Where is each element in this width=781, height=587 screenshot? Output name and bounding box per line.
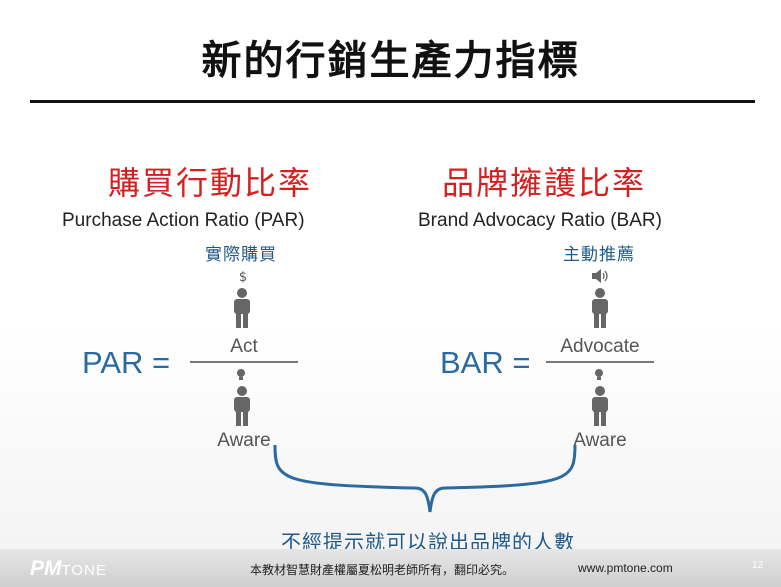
bar-heading: 品牌擁護比率 [442,164,647,202]
bar-note: 主動推薦 [563,245,635,265]
logo-tone: TONE [61,562,107,579]
person-icon [234,386,250,426]
logo-pm: PM [30,557,62,580]
par-fraction-line [190,361,298,363]
slide-title: 新的行銷生產力指標 [201,38,580,84]
person-icon [234,288,250,328]
bar-label: BAR = [440,345,531,380]
par-note: 實際購買 [205,245,277,265]
par-subtitle: Purchase Action Ratio (PAR) [62,210,305,231]
bar-fraction-line [546,361,654,363]
par-label: PAR = [82,345,171,380]
page-number: 12 [752,560,764,571]
par-denominator: Aware [217,430,271,451]
par-numerator: Act [230,336,258,357]
footer-bar: PMTONE 本教材智慧財產權屬夏松明老師所有，翻印必究。 www.pmtone… [0,549,781,587]
dollar-icon: $ [238,270,248,285]
person-icon [592,288,608,328]
bar-denominator: Aware [573,430,627,451]
bar-subtitle: Brand Advocacy Ratio (BAR) [418,210,662,231]
par-heading: 購買行動比率 [108,164,313,202]
website-link[interactable]: www.pmtone.com [578,561,673,575]
speaker-icon [592,269,608,283]
pmtone-logo: PMTONE [30,557,107,580]
title-divider [30,100,755,103]
lightbulb-icon [595,369,603,380]
lightbulb-icon [237,369,245,380]
curly-brace [273,444,577,513]
bar-numerator: Advocate [560,336,640,357]
person-icon [592,386,608,426]
copyright-notice: 本教材智慧財產權屬夏松明老師所有，翻印必究。 [250,563,515,577]
